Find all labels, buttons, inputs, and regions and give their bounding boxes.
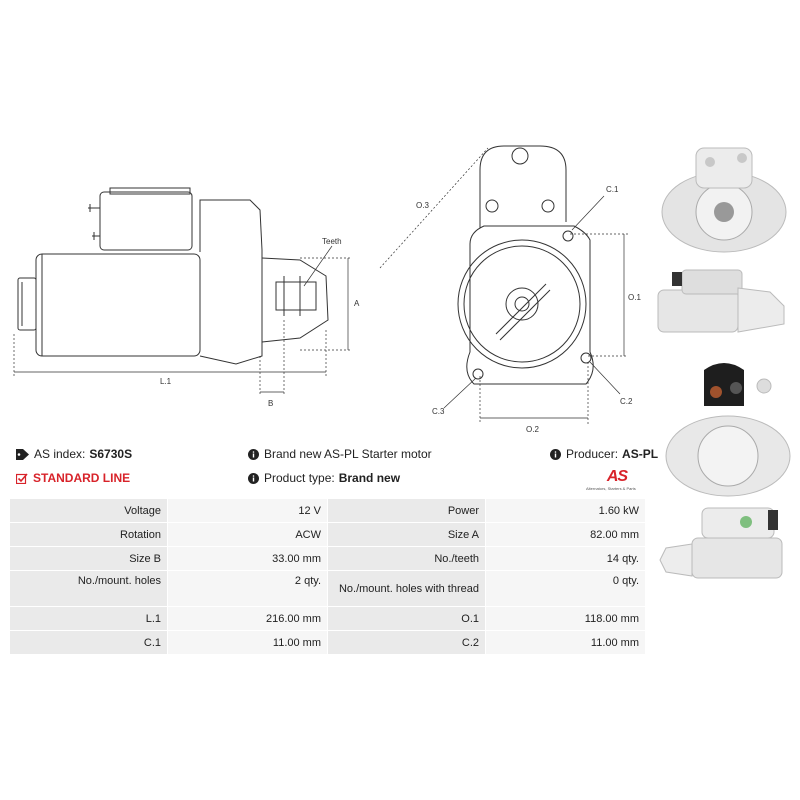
spec-value: 11.00 mm xyxy=(167,630,328,655)
spec-value: 0 qty. xyxy=(485,570,646,607)
info-icon xyxy=(248,472,259,484)
spec-value: 14 qty. xyxy=(485,546,646,571)
as-pl-logo: AS Alternators, Starters & Parts xyxy=(586,468,648,494)
specs-table: Voltage 12 V Power 1.60 kW Rotation ACW … xyxy=(9,498,646,655)
as-index-value: S6730S xyxy=(89,447,133,461)
spec-key: L.1 xyxy=(9,606,168,631)
dim-label-l1: L.1 xyxy=(160,377,172,386)
spec-key: C.2 xyxy=(327,630,486,655)
as-index-label: AS index: xyxy=(34,447,86,461)
product-type-label: Product type: xyxy=(264,471,335,485)
spec-value: 11.00 mm xyxy=(485,630,646,655)
product-type-row: Product type: Brand new xyxy=(248,471,400,485)
tag-icon xyxy=(16,448,29,460)
table-row: Size B 33.00 mm No./teeth 14 qty. xyxy=(9,546,646,571)
product-photo-side xyxy=(652,262,792,338)
brand-new-row: Brand new AS-PL Starter motor xyxy=(248,447,432,461)
logo-tagline: Alternators, Starters & Parts xyxy=(586,486,636,491)
info-icon xyxy=(248,448,259,460)
product-type-value: Brand new xyxy=(338,471,401,485)
spec-value: 118.00 mm xyxy=(485,606,646,631)
spec-key: No./teeth xyxy=(327,546,486,571)
spec-value: ACW xyxy=(167,522,328,547)
spec-value: 33.00 mm xyxy=(167,546,328,571)
spec-value: 216.00 mm xyxy=(167,606,328,631)
table-row: No./mount. holes 2 qty. No./mount. holes… xyxy=(9,570,646,607)
technical-drawings: Teeth A B L.1 O.3 C.1 O.1 C.3 C xyxy=(13,145,641,434)
as-index-row: AS index: S6730S xyxy=(16,447,132,461)
product-photo-angle xyxy=(652,504,792,588)
table-row: Voltage 12 V Power 1.60 kW xyxy=(9,498,646,523)
spec-key: Voltage xyxy=(9,498,168,523)
producer-row: Producer: AS-PL xyxy=(550,447,658,461)
spec-value: 82.00 mm xyxy=(485,522,646,547)
front-view-drawing xyxy=(457,145,594,385)
front-view-dimensions xyxy=(379,147,628,424)
brand-new-text: Brand new AS-PL Starter motor xyxy=(264,447,432,461)
product-photo-front xyxy=(652,136,792,256)
dim-label-a: A xyxy=(354,299,360,308)
spec-value: 12 V xyxy=(167,498,328,523)
dim-label-c3: C.3 xyxy=(432,407,445,416)
spec-key: C.1 xyxy=(9,630,168,655)
dim-label-teeth: Teeth xyxy=(322,237,342,246)
dim-label-b: B xyxy=(268,399,273,408)
logo-mark: AS xyxy=(606,468,628,485)
info-icon xyxy=(550,448,561,460)
dim-label-c1: C.1 xyxy=(606,185,619,194)
spec-value: 2 qty. xyxy=(167,570,328,607)
producer-value: AS-PL xyxy=(622,447,659,461)
standard-line-row: STANDARD LINE xyxy=(16,471,130,485)
spec-value: 1.60 kW xyxy=(485,498,646,523)
producer-label: Producer: xyxy=(566,447,619,461)
product-photo-rear xyxy=(652,356,792,500)
spec-key: O.1 xyxy=(327,606,486,631)
spec-key: Size A xyxy=(327,522,486,547)
table-row: C.1 11.00 mm C.2 11.00 mm xyxy=(9,630,646,655)
table-row: Rotation ACW Size A 82.00 mm xyxy=(9,522,646,547)
standard-line-label: STANDARD LINE xyxy=(33,471,131,485)
spec-key: Rotation xyxy=(9,522,168,547)
table-row: L.1 216.00 mm O.1 118.00 mm xyxy=(9,606,646,631)
spec-key: No./mount. holes with thread xyxy=(327,570,486,607)
checkbox-icon xyxy=(16,472,28,484)
dim-label-o2: O.2 xyxy=(526,425,539,434)
spec-key: Power xyxy=(327,498,486,523)
dim-label-c2: C.2 xyxy=(620,397,633,406)
side-view-drawing xyxy=(17,187,329,365)
side-view-dimensions xyxy=(13,245,352,396)
dim-label-o3: O.3 xyxy=(416,201,429,210)
dim-label-o1: O.1 xyxy=(628,293,641,302)
spec-key: No./mount. holes xyxy=(9,570,168,607)
spec-key: Size B xyxy=(9,546,168,571)
